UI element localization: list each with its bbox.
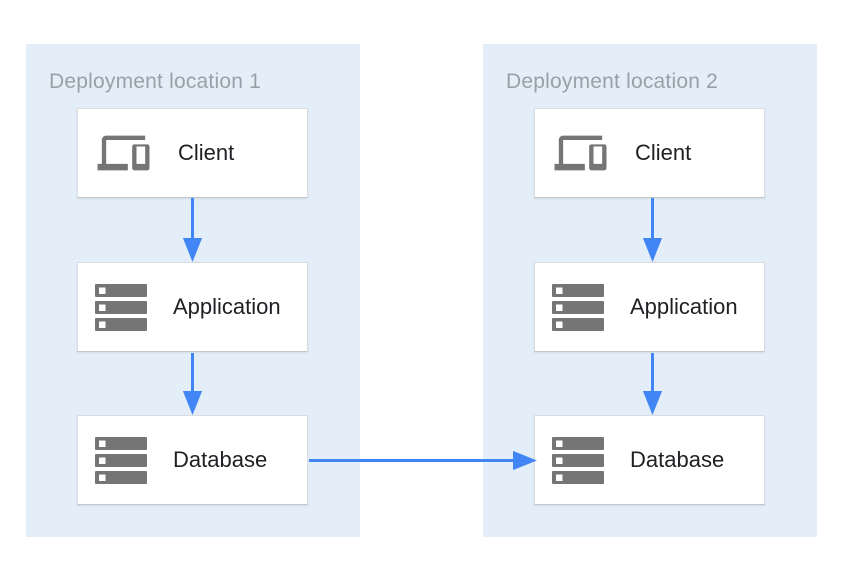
node-label: Database [630,447,725,472]
panel-title: Deployment location 2 [506,70,718,93]
server-stack-icon [95,436,147,484]
server-stack-icon [552,436,604,484]
node-client-2: Client [534,108,765,198]
node-label: Client [635,140,692,165]
devices-icon [552,127,609,179]
node-label: Client [178,140,235,165]
devices-icon [95,127,152,179]
panel-title: Deployment location 1 [49,70,261,93]
node-label: Application [173,294,281,319]
node-label: Application [630,294,738,319]
server-stack-icon [95,283,147,331]
deployment-location-2-panel: Deployment location 2 Client [483,44,817,537]
node-database-1: Database [77,415,308,505]
node-application-2: Application [534,262,765,352]
node-application-1: Application [77,262,308,352]
deployment-location-1-panel: Deployment location 1 Client [26,44,360,537]
node-database-2: Database [534,415,765,505]
node-client-1: Client [77,108,308,198]
server-stack-icon [552,283,604,331]
node-label: Database [173,447,268,472]
